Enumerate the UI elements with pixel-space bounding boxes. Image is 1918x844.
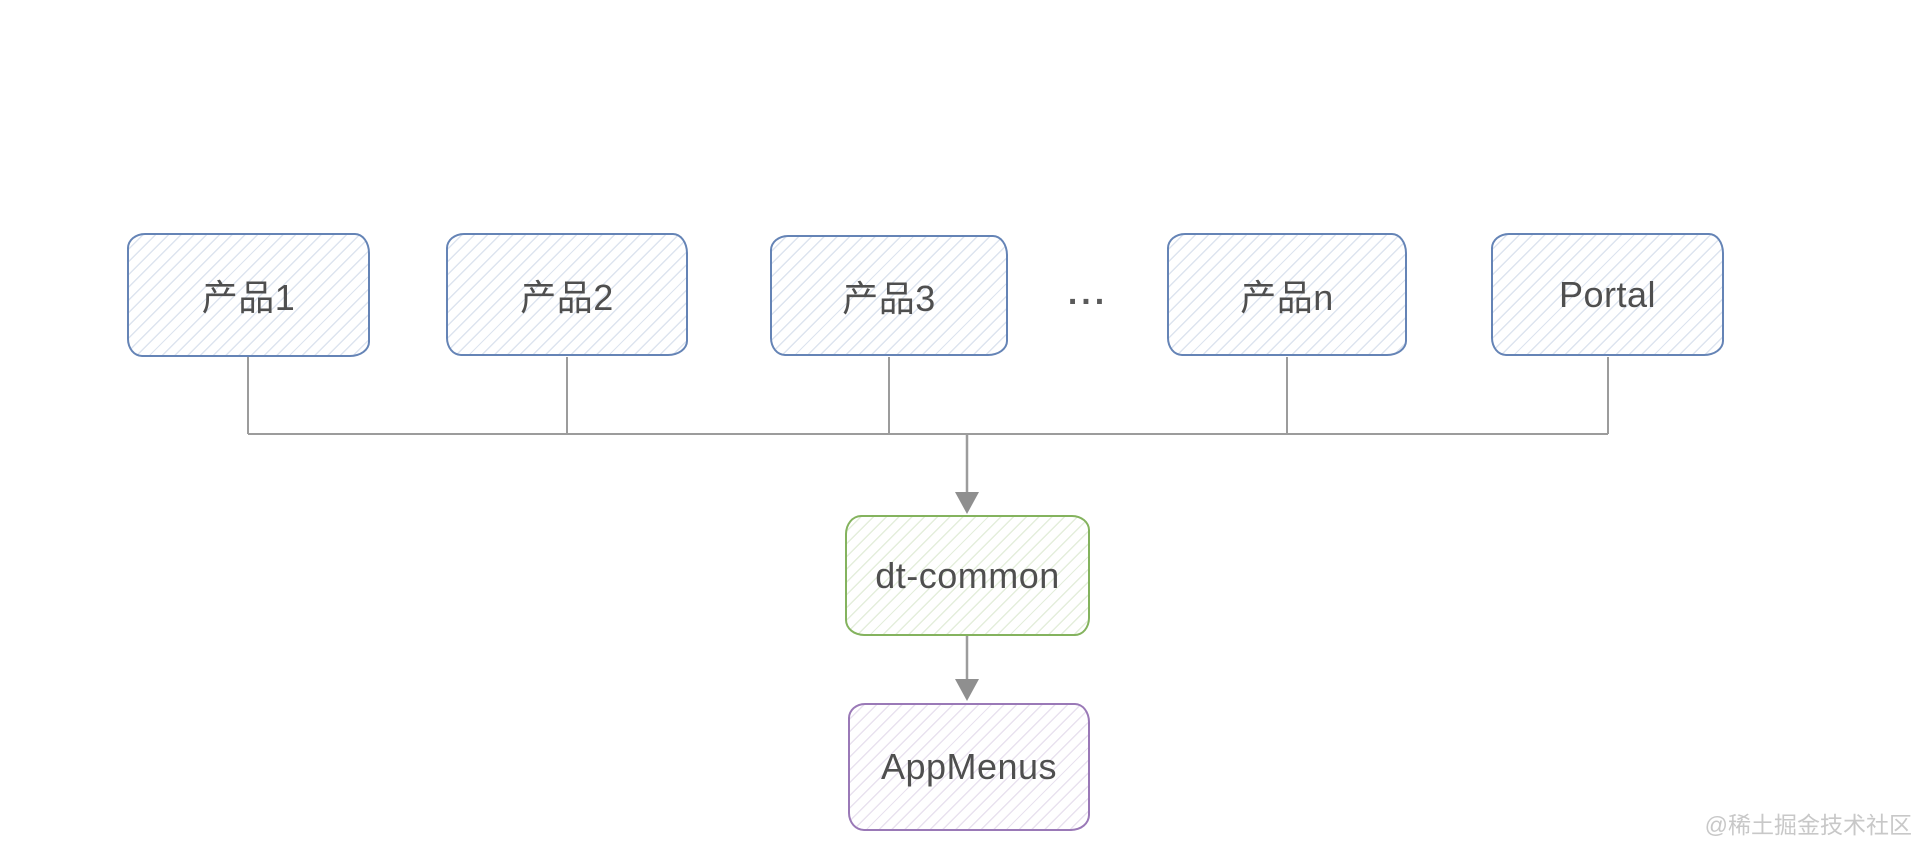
arrow-to-dt-common	[955, 434, 979, 514]
node-product-1: 产品1	[127, 233, 370, 357]
arrowhead-down-icon	[955, 492, 979, 514]
node-product-2: 产品2	[446, 233, 688, 356]
arrow-to-appmenus	[955, 636, 979, 701]
ellipsis-more-products: ...	[1067, 273, 1109, 312]
arrowhead-down-icon	[955, 679, 979, 701]
watermark: @稀土掘金技术社区	[1704, 812, 1912, 838]
node-dt-common: dt-common	[845, 515, 1090, 636]
connector-stubs	[247, 357, 1609, 435]
node-portal: Portal	[1491, 233, 1724, 356]
node-appmenus: AppMenus	[848, 703, 1090, 831]
node-product-n: 产品n	[1167, 233, 1407, 356]
node-product-3: 产品3	[770, 235, 1008, 356]
